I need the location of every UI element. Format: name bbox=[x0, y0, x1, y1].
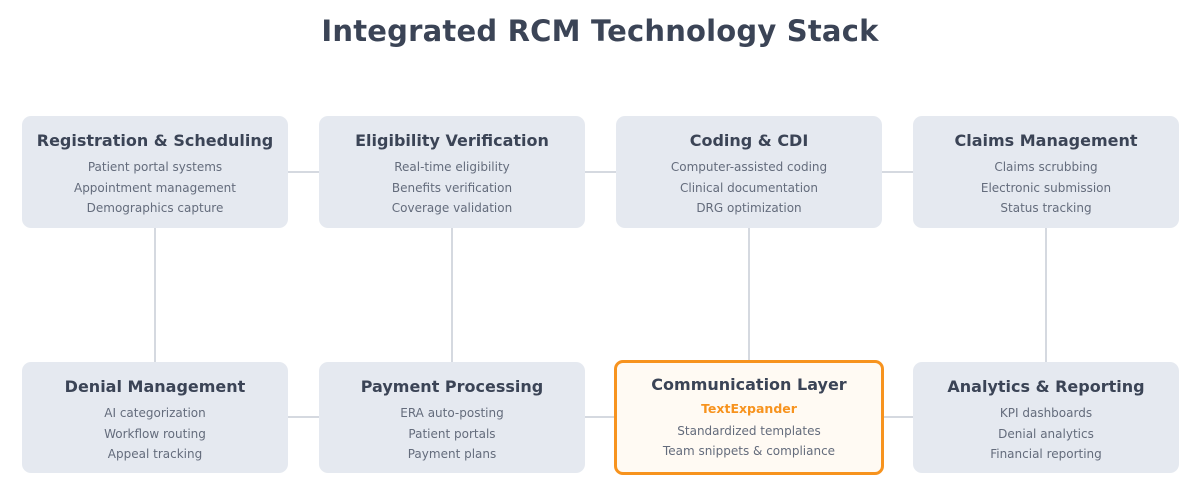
box-item: KPI dashboards bbox=[999, 406, 1093, 420]
box-item: Computer-assisted coding bbox=[670, 160, 828, 174]
box-item: Standardized templates bbox=[677, 424, 821, 438]
box-item: Clinical documentation bbox=[680, 180, 818, 195]
box-communication-layer: Communication Layer TextExpander Standar… bbox=[614, 360, 884, 475]
box-item: DRG optimization bbox=[696, 201, 802, 215]
connector bbox=[748, 228, 750, 362]
box-item: Status tracking bbox=[1000, 201, 1092, 215]
box-title: Claims Management bbox=[954, 131, 1138, 150]
box-item: AI categorization bbox=[104, 406, 206, 420]
box-item: Appeal tracking bbox=[107, 447, 203, 461]
box-title: Registration & Scheduling bbox=[36, 131, 274, 150]
box-payment-processing: Payment Processing ERA auto-posting Pati… bbox=[319, 362, 585, 473]
connector bbox=[882, 171, 913, 173]
box-title: Eligibility Verification bbox=[355, 131, 549, 150]
connector bbox=[288, 171, 319, 173]
box-item: Payment plans bbox=[407, 447, 497, 461]
box-claims-management: Claims Management Claims scrubbing Elect… bbox=[913, 116, 1179, 228]
connector bbox=[585, 171, 616, 173]
connector bbox=[1045, 228, 1047, 362]
connector bbox=[882, 416, 913, 418]
connector bbox=[451, 228, 453, 362]
box-eligibility-verification: Eligibility Verification Real-time eligi… bbox=[319, 116, 585, 228]
diagram-title: Integrated RCM Technology Stack bbox=[321, 14, 879, 48]
box-title: Payment Processing bbox=[360, 377, 544, 396]
box-item: Real-time eligibility bbox=[394, 160, 510, 174]
connector bbox=[585, 416, 616, 418]
box-item: ERA auto-posting bbox=[400, 406, 504, 420]
box-title: Denial Management bbox=[64, 377, 246, 396]
connector bbox=[154, 228, 156, 362]
box-item: Workflow routing bbox=[104, 426, 206, 441]
box-item: Denial analytics bbox=[998, 426, 1094, 441]
box-coding-cdi: Coding & CDI Computer-assisted coding Cl… bbox=[616, 116, 882, 228]
connector bbox=[288, 416, 319, 418]
box-title: Coding & CDI bbox=[689, 131, 809, 150]
box-item: Patient portals bbox=[408, 426, 496, 441]
box-registration-scheduling: Registration & Scheduling Patient portal… bbox=[22, 116, 288, 228]
box-item: Patient portal systems bbox=[87, 160, 223, 174]
box-analytics-reporting: Analytics & Reporting KPI dashboards Den… bbox=[913, 362, 1179, 473]
box-item: Demographics capture bbox=[86, 201, 224, 215]
highlight-product-label: TextExpander bbox=[701, 401, 797, 416]
box-item: Coverage validation bbox=[391, 201, 513, 215]
box-denial-management: Denial Management AI categorization Work… bbox=[22, 362, 288, 473]
box-title: Communication Layer bbox=[651, 375, 847, 394]
box-item: Claims scrubbing bbox=[994, 160, 1098, 174]
box-item: Electronic submission bbox=[980, 180, 1112, 195]
box-item: Team snippets & compliance bbox=[662, 444, 836, 458]
box-item: Benefits verification bbox=[391, 180, 513, 195]
box-item: Appointment management bbox=[73, 180, 236, 195]
box-title: Analytics & Reporting bbox=[947, 377, 1145, 396]
box-item: Financial reporting bbox=[990, 447, 1102, 461]
